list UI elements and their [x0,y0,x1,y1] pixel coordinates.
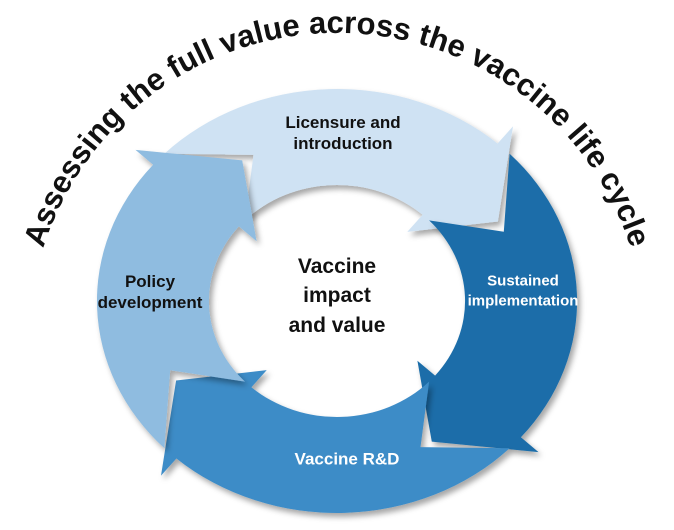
segment-label-licensure: Licensure and introduction [285,112,400,155]
segment-label-line: Sustained [487,272,559,290]
arrow-segment-policy [96,149,257,449]
segment-label-line: introduction [293,134,393,153]
arrow-segment-licensure [164,89,513,232]
arrow-segment-sustained [417,153,578,453]
segment-label-line: Vaccine R&D [294,449,400,469]
arrow-segment-vaccine-rnd [161,370,510,513]
center-text-line: impact [303,284,371,308]
center-text-line: and value [288,313,386,337]
segment-label-vaccine-rnd: Vaccine R&D [295,448,400,469]
segment-label-policy: Policy development [98,271,203,314]
segment-label-sustained: Sustained implementation [468,272,579,311]
segment-label-line: implementation [467,292,579,309]
center-text-line: Vaccine [297,254,377,278]
segment-label-line: Licensure and [285,112,401,132]
segment-label-line: Policy [124,271,176,291]
segment-label-line: development [97,293,203,312]
center-hub-text: Vaccine impact and value [289,252,386,340]
